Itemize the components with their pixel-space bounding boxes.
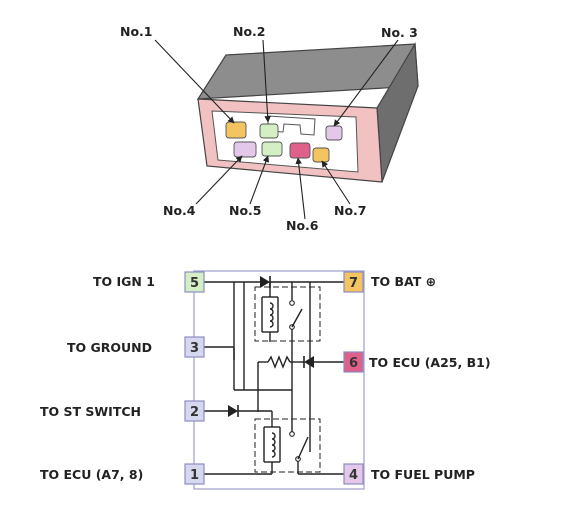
relay-2-box — [254, 418, 321, 473]
pin-7-number: 7 — [349, 276, 358, 291]
relay-frame — [193, 270, 365, 490]
relay-schematic — [193, 270, 365, 490]
callout-no1: No.1 — [120, 24, 153, 39]
terminal-6 — [289, 142, 311, 159]
callout-no4: No.4 — [163, 203, 196, 218]
label-to-bat: TO BAT ⊕ — [371, 274, 436, 289]
terminal-3 — [325, 125, 343, 141]
terminal-1 — [225, 121, 247, 139]
pin-1: 1 — [184, 463, 205, 485]
terminal-5 — [261, 141, 283, 157]
label-to-fuel-pump: TO FUEL PUMP — [371, 467, 475, 482]
terminal-7 — [312, 147, 330, 163]
pin-6-number: 6 — [349, 356, 358, 371]
pin-1-number: 1 — [190, 468, 199, 483]
callout-no6: No.6 — [286, 218, 319, 233]
pin-2-number: 2 — [190, 405, 199, 420]
switch-1 — [291, 308, 303, 328]
label-to-ecu-a7: TO ECU (A7, 8) — [40, 467, 143, 482]
callout-no5: No.5 — [229, 203, 262, 218]
callout-no7: No.7 — [334, 203, 367, 218]
diode-3 — [304, 356, 314, 368]
pin-5-number: 5 — [190, 276, 199, 291]
pin-4-number: 4 — [349, 468, 358, 483]
label-to-st-switch: TO ST SWITCH — [40, 404, 141, 419]
pin-4: 4 — [343, 463, 364, 485]
label-to-ground: TO GROUND — [67, 340, 152, 355]
relay-1-box — [254, 286, 321, 342]
pin-5: 5 — [184, 271, 205, 293]
pin-7: 7 — [343, 271, 364, 293]
label-to-ign1: TO IGN 1 — [93, 274, 155, 289]
diode-2 — [228, 405, 238, 417]
terminal-4 — [233, 141, 257, 158]
pin-3: 3 — [184, 336, 205, 358]
coil-1 — [269, 302, 274, 328]
pin-3-number: 3 — [190, 341, 199, 356]
callout-no3: No. 3 — [381, 25, 418, 40]
relay-connector-illustration: No.1 No.2 No. 3 No.4 No.5 No.6 No.7 — [120, 24, 419, 233]
callout-no2: No.2 — [233, 24, 266, 39]
coil-2 — [271, 432, 276, 458]
label-to-ecu-a25: TO ECU (A25, B1) — [369, 355, 491, 370]
switch-2 — [297, 436, 309, 460]
resistor — [267, 355, 291, 369]
terminal-2 — [259, 123, 279, 139]
pin-6: 6 — [343, 351, 364, 373]
pin-2: 2 — [184, 400, 205, 422]
diode-1 — [260, 276, 270, 288]
